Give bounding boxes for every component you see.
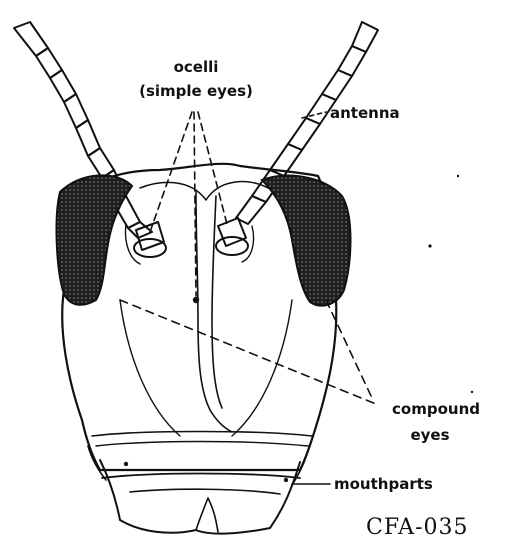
label-ocelli: ocelli — [174, 58, 219, 76]
right-compound-eye — [262, 176, 351, 306]
left-compound-eye — [57, 175, 132, 304]
median-ocellus-dot — [193, 297, 199, 303]
label-compound: compound — [392, 400, 480, 418]
label-compound-sub: eyes — [410, 426, 449, 444]
label-mouthparts: mouthparts — [334, 475, 433, 493]
figure-code: CFA-035 — [366, 515, 469, 540]
mouthparts-region — [88, 444, 310, 534]
label-antenna: antenna — [330, 104, 400, 122]
label-ocelli-sub: (simple eyes) — [139, 82, 253, 100]
